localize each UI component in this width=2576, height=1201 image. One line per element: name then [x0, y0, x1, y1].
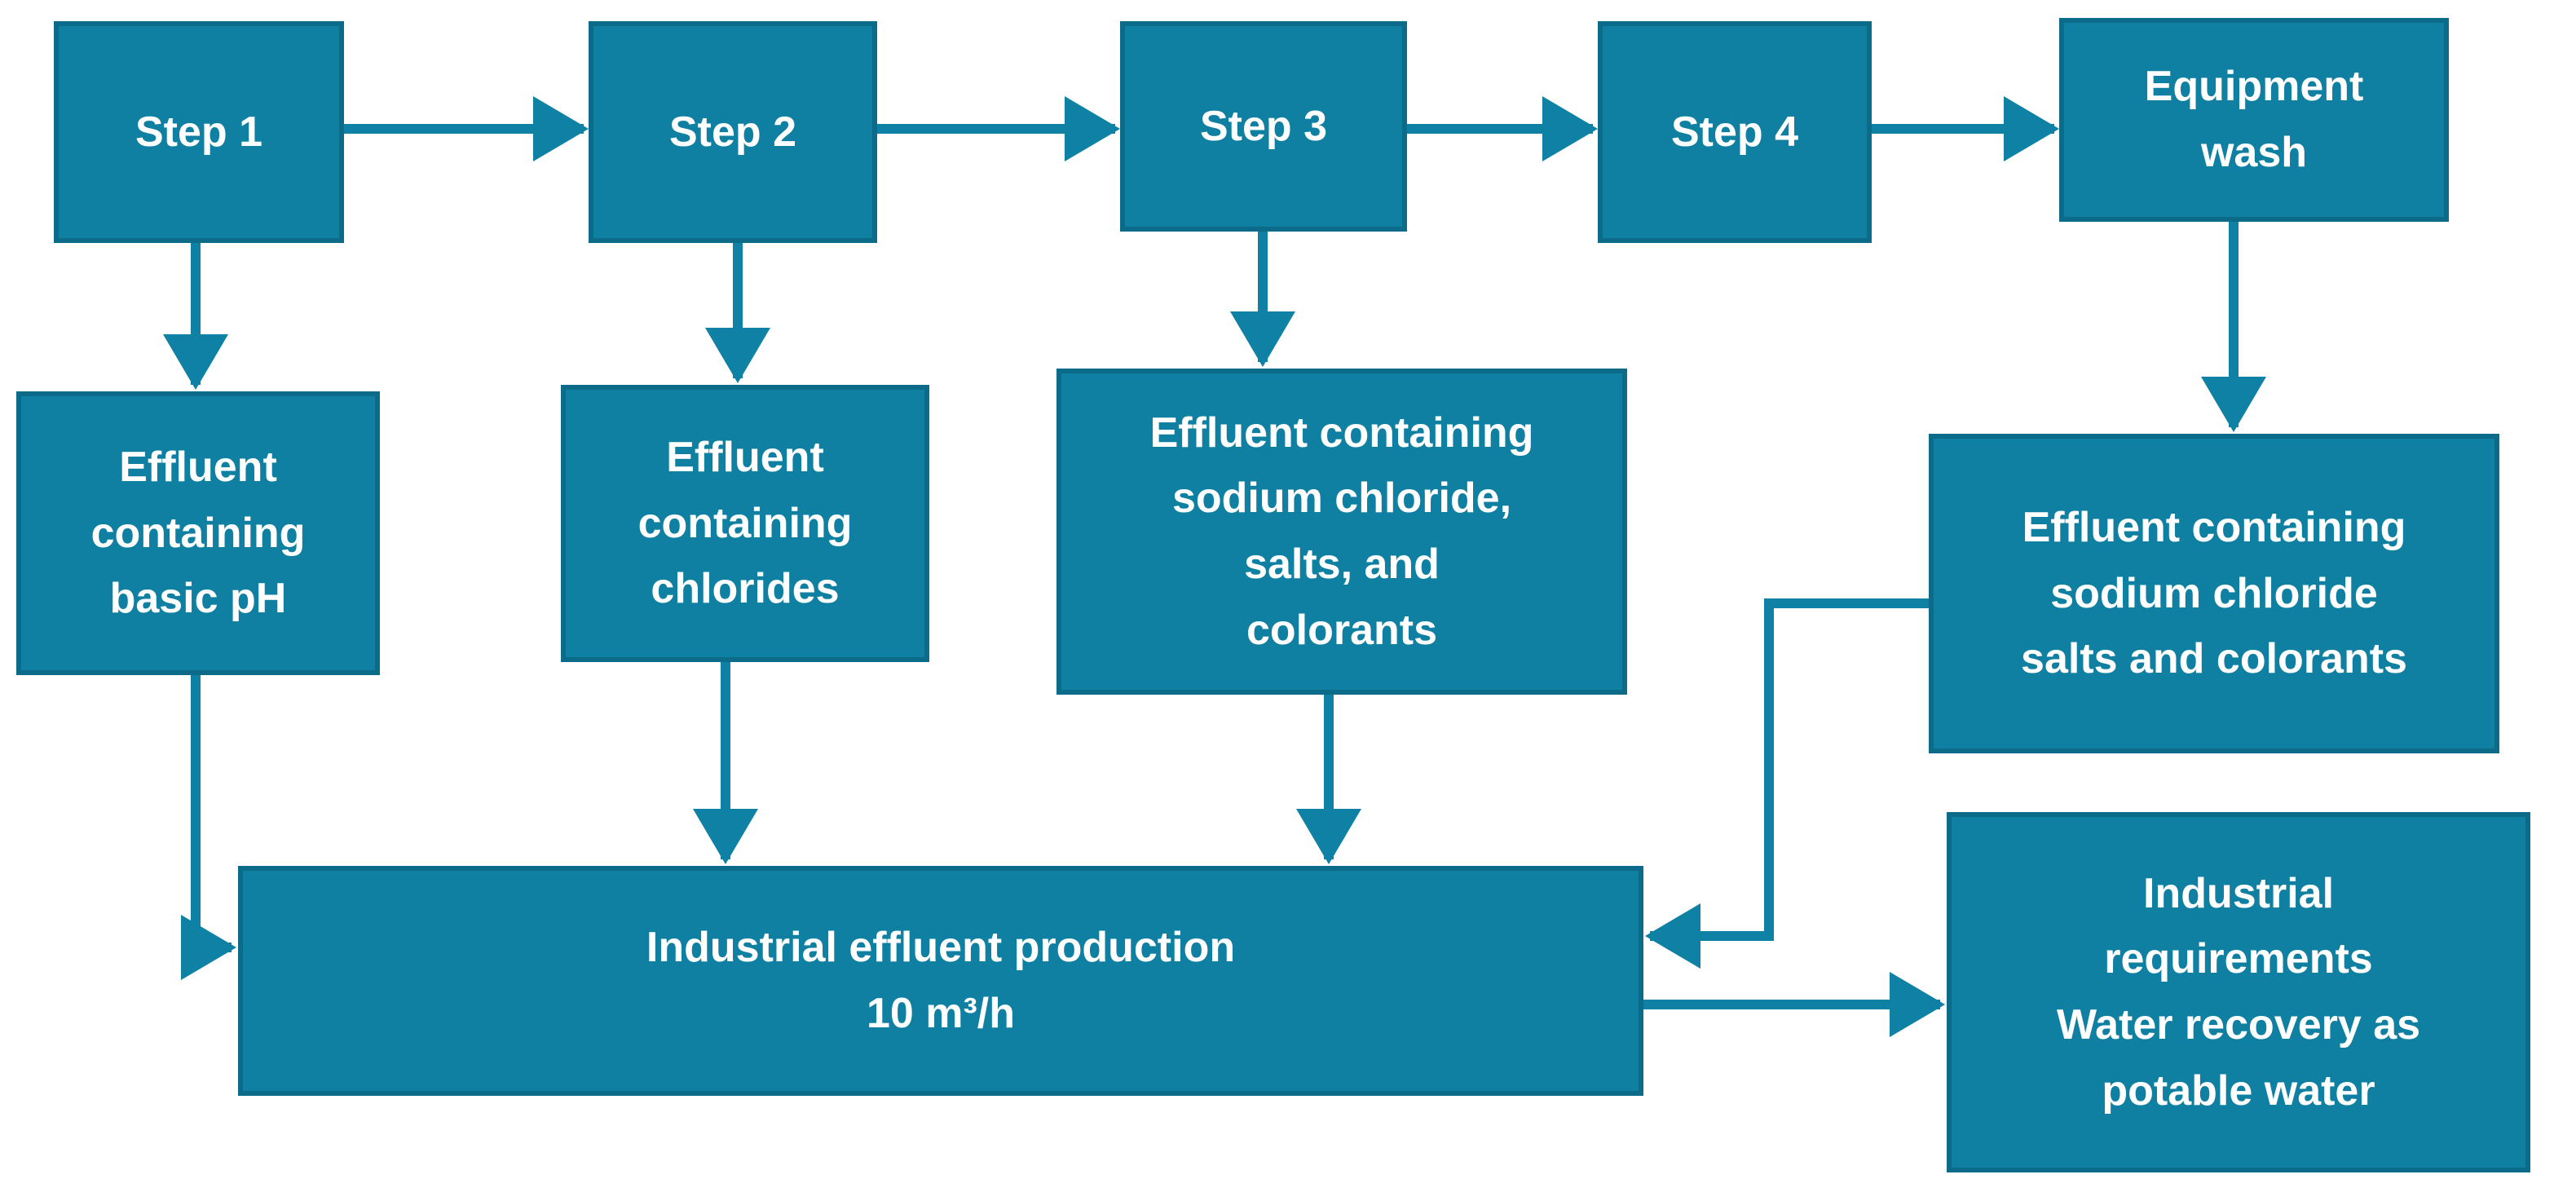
node-label: wash [2200, 129, 2308, 176]
node-equipment-wash: Equipment wash [2059, 18, 2449, 222]
node-label: requirements [2104, 935, 2373, 983]
node-label: colorants [1246, 606, 1438, 654]
node-label: containing [90, 509, 306, 557]
node-label: containing [637, 499, 853, 547]
edge-effluent4-production [1645, 598, 1929, 969]
node-label: potable water [2102, 1066, 2375, 1115]
node-label: salts, and [1244, 541, 1440, 588]
node-label: Step 1 [135, 108, 263, 156]
node-label: Effluent containing [1149, 408, 1534, 457]
node-label: sodium chloride [2050, 569, 2378, 617]
node-label: salts and colorants [2021, 635, 2407, 683]
node-label: Industrial [2142, 869, 2335, 917]
node-industrial-effluent-production: Industrial effluent production 10 m³/h [238, 866, 1643, 1096]
node-effluent-wash: Effluent containing sodium chloride salt… [1929, 434, 2499, 753]
node-step-4: Step 4 [1598, 21, 1872, 243]
node-label: Step 3 [1199, 102, 1328, 150]
edge-effluent1-production [181, 675, 236, 980]
node-step-1: Step 1 [54, 21, 344, 243]
production-flow-rate: 10 m³/h [866, 990, 1016, 1037]
node-step-2: Step 2 [589, 21, 877, 243]
node-label: Step 2 [668, 108, 797, 156]
node-label: Industrial effluent production [646, 924, 1236, 972]
node-step-3: Step 3 [1120, 21, 1407, 232]
node-label: Effluent [666, 434, 824, 482]
node-label: chlorides [651, 565, 840, 613]
node-label: Equipment [2144, 63, 2364, 111]
node-label: sodium chloride, [1171, 475, 1512, 523]
node-label: Effluent containing [2022, 504, 2406, 552]
node-label: basic pH [109, 575, 287, 623]
node-label: Step 4 [1670, 108, 1799, 156]
node-effluent-step1: Effluent containing basic pH [16, 391, 380, 675]
node-label: Effluent [119, 444, 277, 492]
node-label: Water recovery as [2056, 1001, 2421, 1049]
node-effluent-step3: Effluent containing sodium chloride, sal… [1056, 369, 1627, 695]
node-industrial-requirements: Industrial requirements Water recovery a… [1947, 812, 2530, 1172]
node-effluent-step2: Effluent containing chlorides [561, 385, 929, 662]
